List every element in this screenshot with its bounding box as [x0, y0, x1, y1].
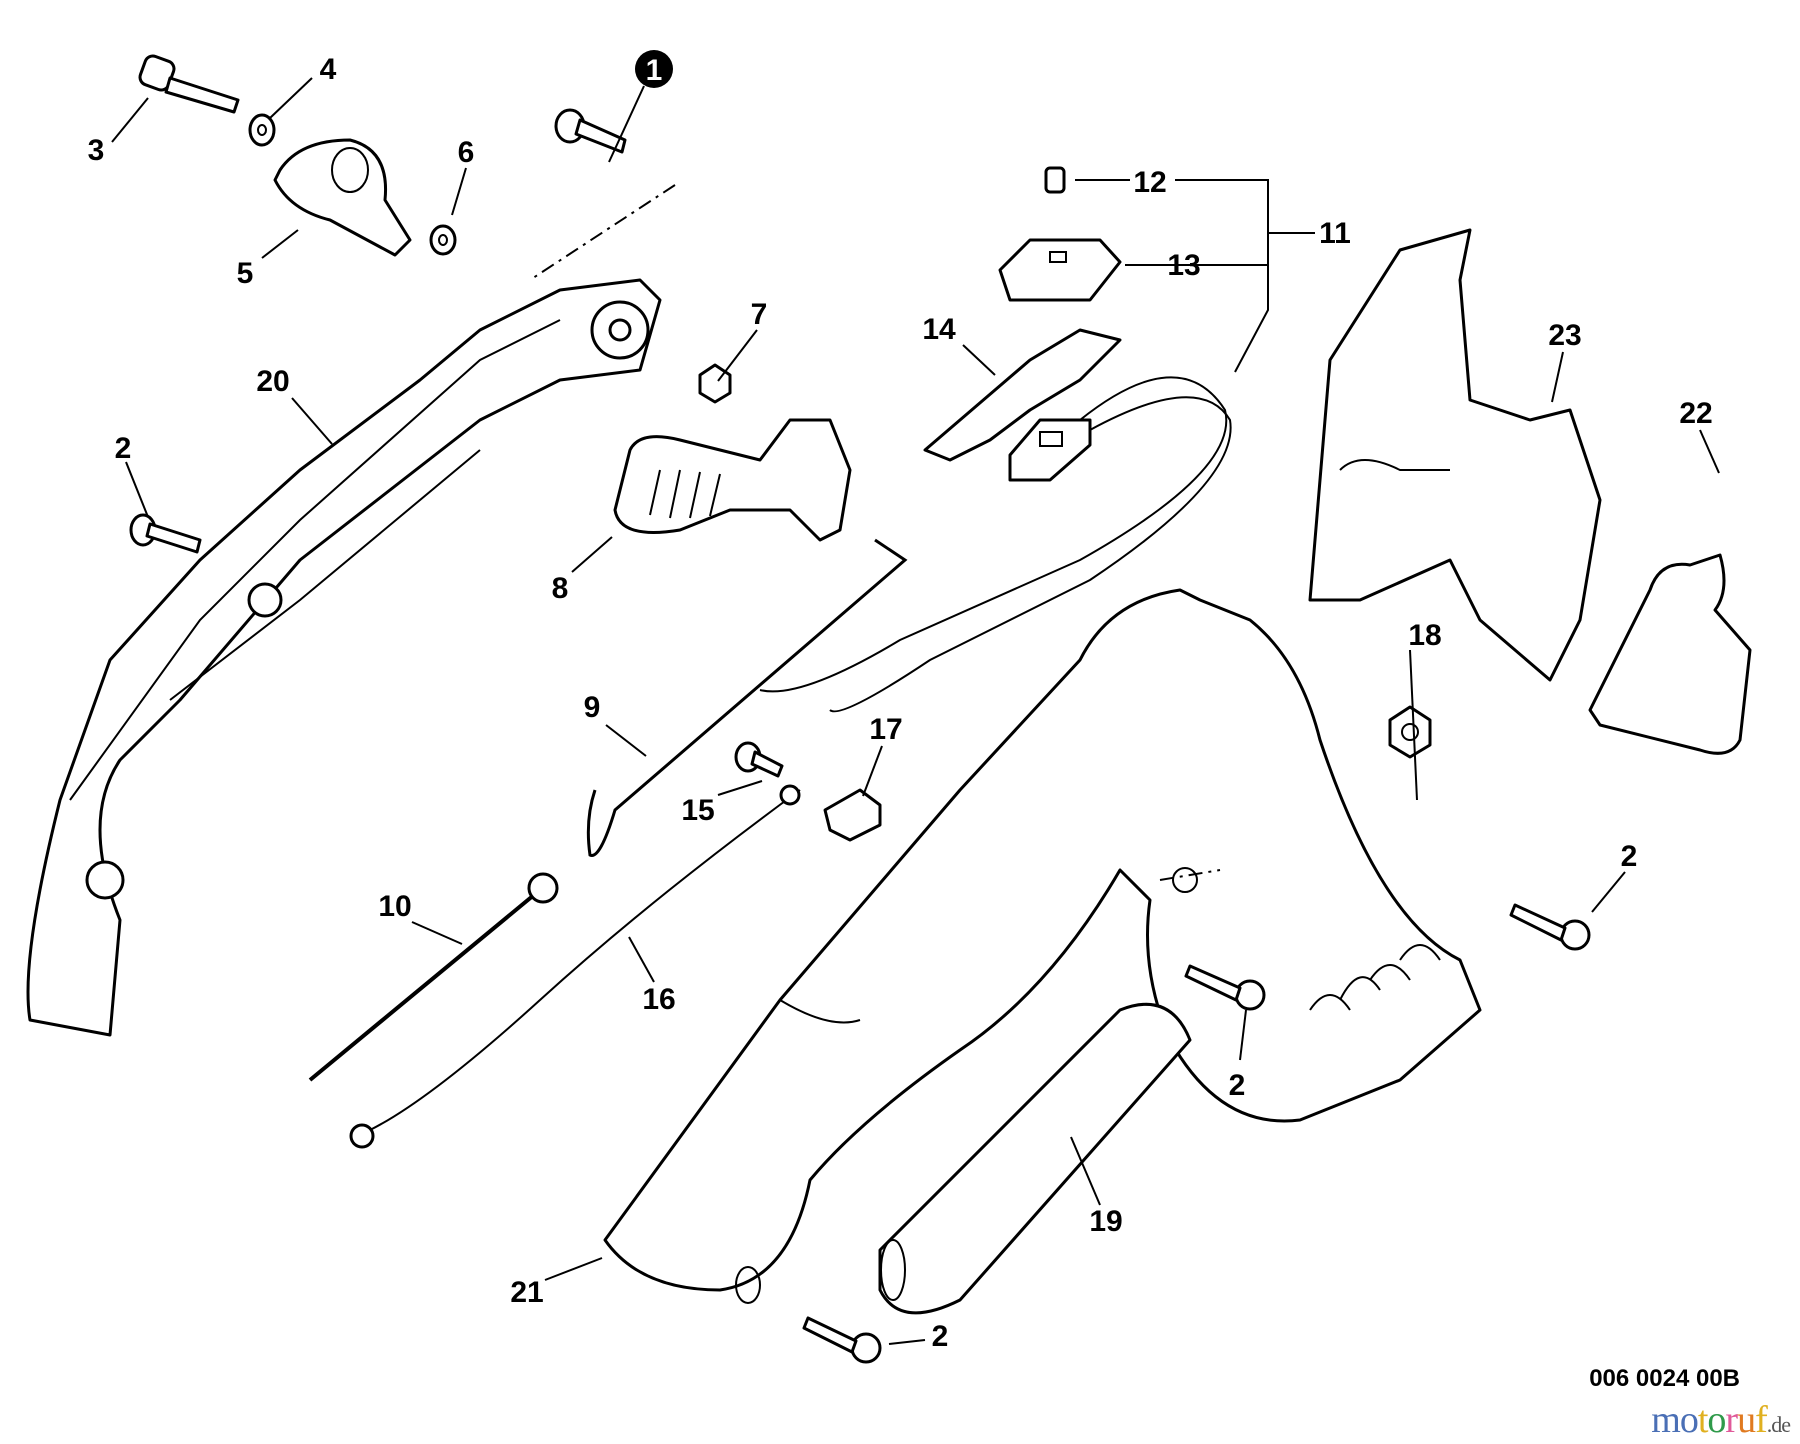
callout-2-right: 2	[1621, 840, 1638, 873]
callout-6: 6	[458, 136, 475, 169]
screw-1	[554, 108, 627, 154]
callout-8: 8	[552, 572, 569, 605]
callout-23: 23	[1548, 319, 1581, 352]
washer-6	[429, 224, 457, 256]
part-20-handle-half	[26, 278, 662, 1037]
callout-17: 17	[869, 713, 902, 746]
part-22-cap	[1588, 553, 1752, 755]
part-23-cover	[1308, 228, 1602, 682]
callout-12: 12	[1133, 166, 1166, 199]
screw-2-middle	[1184, 964, 1266, 1011]
part-21-housing	[603, 588, 1482, 1304]
callout-7: 7	[751, 298, 768, 331]
callout-2-bottom: 2	[932, 1320, 949, 1353]
part-8-trigger	[613, 418, 852, 542]
screw-2-right	[1509, 903, 1591, 951]
callout-2-left: 2	[115, 432, 132, 465]
callout-14: 14	[922, 313, 956, 346]
screw-2-bottom	[802, 1316, 882, 1364]
callout-2-middle: 2	[1229, 1069, 1246, 1102]
callout-19: 19	[1089, 1205, 1122, 1238]
part-19-grip	[878, 1002, 1192, 1315]
callout-13: 13	[1167, 249, 1200, 282]
nut-18	[1388, 705, 1432, 759]
callout-11: 11	[1319, 217, 1351, 250]
callout-5: 5	[237, 257, 254, 290]
svg-text:1: 1	[646, 54, 663, 87]
screw-2-left	[129, 513, 202, 554]
part-9-rod	[586, 538, 908, 857]
leader-lines	[111, 77, 1720, 1345]
callout-1: 1	[635, 50, 673, 88]
part-16-cable	[349, 784, 801, 1149]
callout-10: 10	[378, 890, 411, 923]
watermark-logo: motoruf.de	[1651, 1399, 1791, 1441]
callout-3: 3	[88, 134, 105, 167]
callout-9: 9	[584, 691, 601, 724]
drawing-code: 006 0024 00B	[1589, 1365, 1740, 1392]
screw-3	[138, 54, 240, 114]
callout-22: 22	[1679, 397, 1712, 430]
washer-4	[248, 113, 276, 147]
callout-16: 16	[642, 983, 675, 1016]
watermark-suffix: .de	[1766, 1412, 1791, 1437]
screw-12	[1044, 166, 1066, 194]
part-14-contact	[923, 328, 1122, 462]
callout-15: 15	[681, 794, 714, 827]
callout-20: 20	[256, 365, 289, 398]
part-13-block	[998, 238, 1122, 302]
part-11-switch-cable	[759, 376, 1232, 713]
screw-15	[734, 741, 784, 778]
callout-21: 21	[510, 1276, 543, 1309]
part-5-clamp	[273, 138, 412, 257]
callout-4: 4	[320, 53, 337, 86]
part-10-rod	[308, 872, 559, 1082]
callout-18: 18	[1408, 619, 1441, 652]
part-17-bracket	[823, 788, 882, 842]
